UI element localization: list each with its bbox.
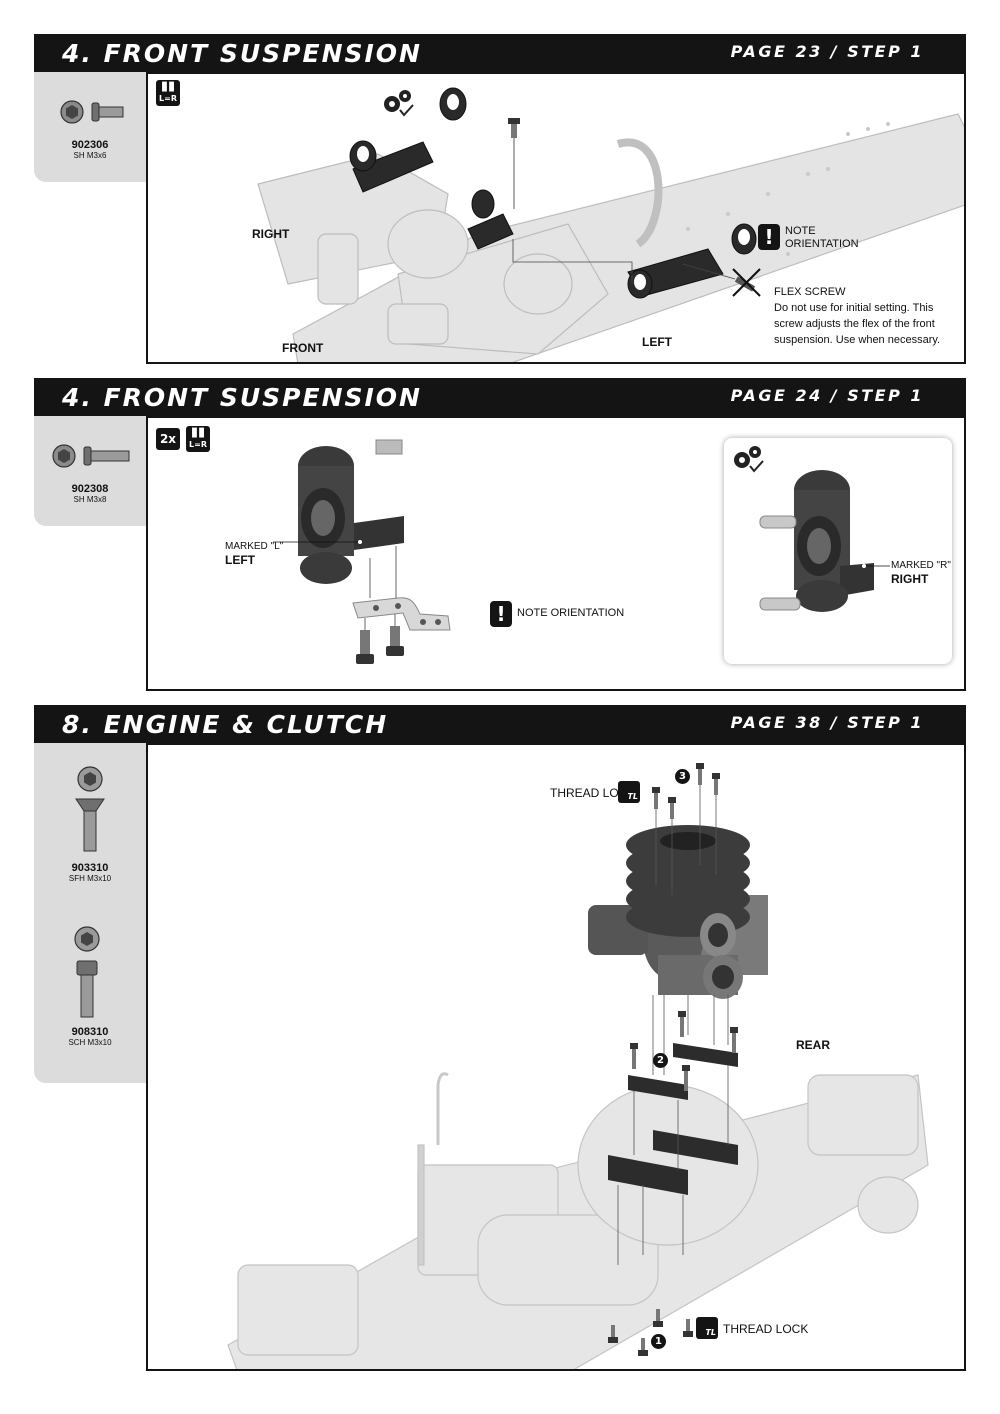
label-left: LEFT <box>642 335 672 349</box>
section-front-suspension-page23: 4. FRONT SUSPENSION PAGE 23 / STEP 1 902… <box>34 34 966 364</box>
right-side-inset: MARKED "R" RIGHT <box>724 438 952 664</box>
part-desc: SH M3x6 <box>73 151 107 160</box>
section-header: 8. ENGINE & CLUTCH PAGE 38 / STEP 1 <box>34 705 966 743</box>
section-title: 4. FRONT SUSPENSION <box>62 383 422 412</box>
section-engine-clutch-page38: 8. ENGINE & CLUTCH PAGE 38 / STEP 1 9033… <box>34 705 966 1371</box>
thread-lock-label-top: THREAD LOCK <box>550 786 636 800</box>
right-steering-block-diagram <box>734 446 890 612</box>
page-step-ref: PAGE 38 / STEP 1 <box>730 713 924 732</box>
label-left: LEFT <box>225 553 255 567</box>
page-step-ref: PAGE 24 / STEP 1 <box>730 386 924 405</box>
note-orientation-line2: ORIENTATION <box>785 238 859 250</box>
socket-head-screw-icon <box>74 926 100 1018</box>
part-item: 908310 SCH M3x10 <box>34 923 146 1047</box>
marked-r-label: MARKED "R" <box>891 560 951 571</box>
steering-block-diagram <box>273 439 451 664</box>
section-header: 4. FRONT SUSPENSION PAGE 24 / STEP 1 <box>34 378 966 416</box>
lr-symmetry-icon: ▮▮ L=R <box>156 80 180 106</box>
flex-screw-line1: Do not use for initial setting. This <box>774 302 934 314</box>
front-suspension-diagram <box>257 87 964 362</box>
page-step-ref: PAGE 23 / STEP 1 <box>730 42 924 61</box>
gear-check-icon <box>384 90 414 117</box>
gear-check-icon <box>734 446 764 473</box>
diagram-frame: ▮▮ L=R <box>146 72 966 364</box>
label-right: RIGHT <box>252 227 290 241</box>
label-front: FRONT <box>282 341 324 355</box>
part-desc: SH M3x8 <box>73 495 107 504</box>
part-code: 908310 <box>71 1026 109 1038</box>
parts-sidebar: 902306 SH M3x6 <box>34 72 146 182</box>
part-desc: SFH M3x10 <box>68 874 112 883</box>
note-orientation-label: NOTE ORIENTATION <box>517 607 625 619</box>
note-orientation-line1: NOTE <box>785 225 816 237</box>
flex-screw-crossed-icon <box>682 263 761 297</box>
screw-icon <box>60 100 124 124</box>
warning-icon: ! <box>490 601 512 627</box>
marked-l-label: MARKED "L" <box>225 541 284 552</box>
warning-icon: ! <box>758 224 780 250</box>
diagram-frame: 2x ▮▮ L=R <box>146 416 966 691</box>
countersunk-screw-icon <box>75 766 105 852</box>
lr-symmetry-icon: ▮▮ L=R <box>186 426 210 452</box>
flex-screw-line2: screw adjusts the flex of the front <box>774 318 935 330</box>
part-code: 903310 <box>71 862 109 874</box>
section-title: 8. ENGINE & CLUTCH <box>62 710 389 739</box>
part-item: 903310 SFH M3x10 <box>34 761 146 883</box>
section-header: 4. FRONT SUSPENSION PAGE 23 / STEP 1 <box>34 34 966 72</box>
flex-screw-line3: suspension. Use when necessary. <box>774 334 941 346</box>
step-number-3: 3 <box>675 769 690 784</box>
screw-icon <box>52 444 130 468</box>
engine-mount-diagram <box>227 763 929 1369</box>
part-code: 902308 <box>71 483 109 495</box>
label-rear: REAR <box>796 1038 831 1052</box>
part-code: 902306 <box>71 139 109 151</box>
part-item: 902308 SH M3x8 <box>34 438 146 504</box>
section-title: 4. FRONT SUSPENSION <box>62 39 422 68</box>
quantity-badge: 2x <box>156 428 180 450</box>
thread-lock-icon: TL <box>618 781 640 803</box>
diagram-frame: THREAD LOCK TL 3 2 1 REAR TL THREAD LOCK <box>146 743 966 1371</box>
label-right: RIGHT <box>891 572 929 586</box>
section-front-suspension-page24: 4. FRONT SUSPENSION PAGE 24 / STEP 1 902… <box>34 378 966 691</box>
thread-lock-label-bottom: THREAD LOCK <box>723 1322 809 1336</box>
parts-sidebar: 902308 SH M3x8 <box>34 416 146 526</box>
flex-screw-title: FLEX SCREW <box>774 286 846 298</box>
part-item: 902306 SH M3x6 <box>34 94 146 160</box>
step-number-1: 1 <box>651 1334 666 1349</box>
thread-lock-icon: TL <box>696 1317 718 1339</box>
part-desc: SCH M3x10 <box>68 1038 112 1047</box>
step-number-2: 2 <box>653 1053 668 1068</box>
parts-sidebar: 903310 SFH M3x10 908310 SCH M3x10 <box>34 743 146 1083</box>
